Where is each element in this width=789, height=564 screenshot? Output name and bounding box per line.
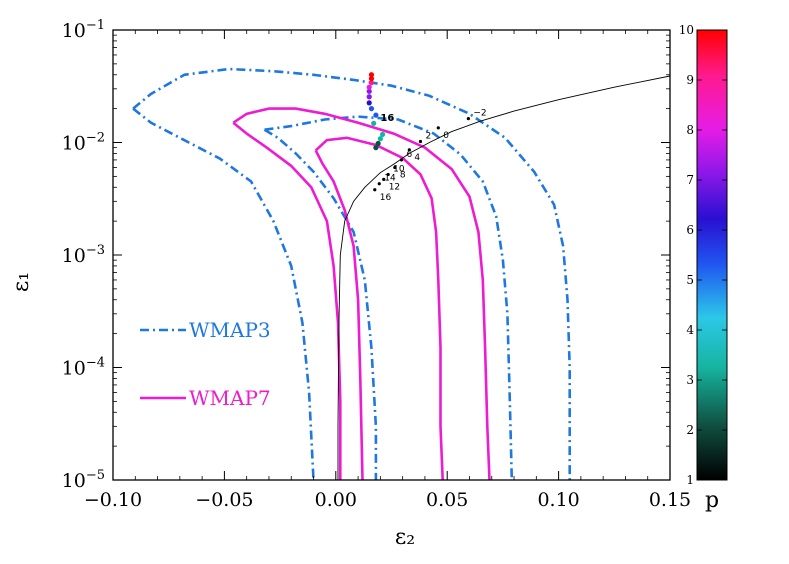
x-tick-label: 0.05 — [426, 489, 468, 511]
p-track-point — [366, 88, 372, 94]
x-tick-label: 0.00 — [315, 489, 357, 511]
curve-point — [399, 158, 404, 162]
curve-point-label: 10 — [393, 164, 405, 174]
x-tick-label: −0.05 — [195, 489, 253, 511]
colorbar-tick-label: 7 — [686, 173, 694, 187]
colorbar-tick-label: 9 — [686, 73, 694, 87]
colorbar-tick-label: 10 — [679, 23, 694, 37]
p-track-layer — [366, 72, 386, 151]
curve-point — [386, 172, 390, 177]
y-tick-label: 10−1 — [62, 18, 105, 42]
curve-point-label: 2 — [425, 132, 431, 142]
curve-point-label: 8 — [400, 170, 406, 180]
curve-point — [377, 182, 381, 186]
curve-point-label: 12 — [389, 182, 400, 192]
wmap7-contour-4 — [314, 149, 364, 480]
curve-point — [407, 148, 411, 152]
colorbar-axis: 1 2 3 4 5 6 7 8 9 10 — [679, 23, 727, 487]
p-track-point — [368, 75, 375, 82]
wmap7-contour-1 — [232, 107, 491, 480]
y-tick-label: 10−5 — [62, 468, 105, 492]
x-tick-label: 0.15 — [649, 489, 691, 511]
y-tick-label: 10−4 — [62, 356, 105, 380]
legend-label-wmap7: WMAP7 — [189, 386, 271, 410]
p-track-point — [379, 131, 386, 138]
curve-point — [393, 165, 397, 170]
y-axis-title: ε₁ — [9, 272, 34, 292]
p-track-point — [377, 136, 383, 142]
curve-point — [418, 139, 423, 144]
curve-point — [436, 126, 440, 130]
colorbar-tick-label: 6 — [686, 223, 694, 237]
p-track-point — [366, 84, 372, 90]
p-track-point — [373, 145, 379, 151]
curve-point-label: 4 — [414, 153, 420, 163]
theory-curve — [337, 75, 670, 480]
wmap3-contour-3 — [264, 115, 514, 480]
p-track-point — [371, 120, 377, 126]
x-tick-label: 0.10 — [537, 489, 579, 511]
legend-label-wmap3: WMAP3 — [189, 318, 271, 342]
p-track-point — [368, 80, 375, 86]
contour-layer — [132, 67, 571, 480]
curve-point — [466, 117, 470, 121]
curve-point — [382, 177, 386, 181]
wmap3-contour-4 — [263, 128, 378, 480]
wmap3-contour-2 — [132, 107, 315, 480]
colorbar-tick-label: 8 — [686, 123, 694, 137]
x-tick-label: −0.10 — [84, 489, 142, 511]
colorbar-tick-label: 2 — [686, 423, 694, 437]
x-axis-title: ε₂ — [395, 525, 415, 550]
y-tick-label: 10−2 — [62, 131, 105, 155]
p-track-point — [366, 94, 372, 100]
theory-curve-layer — [337, 75, 670, 480]
colorbar-tick-label: 3 — [686, 373, 694, 387]
wmap3-contour-1 — [132, 67, 571, 480]
curve-point-label: 0 — [443, 131, 449, 141]
p-track-point — [373, 112, 379, 118]
curve-point-label: 14 — [384, 174, 396, 184]
p-track-point — [368, 72, 375, 78]
wmap7-contour-2 — [232, 121, 342, 480]
curve-point-label: 6 — [407, 150, 413, 160]
curve-point — [373, 188, 377, 192]
colorbar-tick-label: 1 — [686, 473, 694, 487]
wmap7-contour-3 — [314, 136, 444, 480]
p-track-label: 16 — [380, 113, 394, 124]
colorbar — [696, 29, 728, 481]
p-track-point — [366, 100, 372, 106]
curve-point-label: 16 — [380, 193, 392, 203]
colorbar-title: p — [705, 488, 719, 513]
p-track-point — [368, 106, 375, 112]
colorbar-tick-label: 5 — [686, 273, 694, 287]
y-tick-label: 10−3 — [62, 243, 105, 267]
p-track-point — [375, 140, 381, 147]
curve-point-label: −2 — [473, 109, 486, 119]
colorbar-tick-label: 4 — [686, 323, 694, 337]
